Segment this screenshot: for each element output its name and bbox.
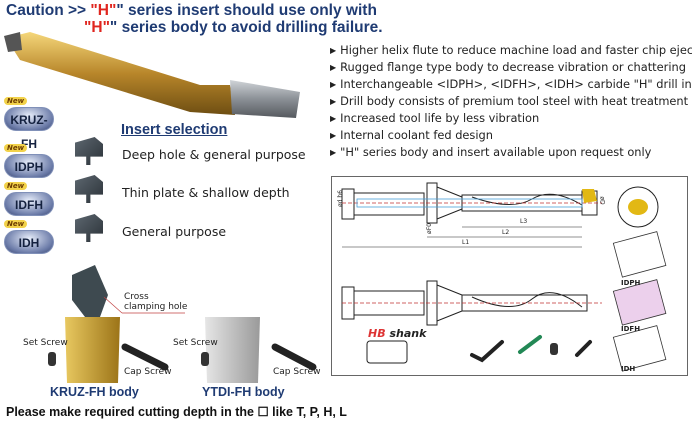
feature-item: Rugged flange type body to decrease vibr…	[330, 60, 686, 74]
set-screw-label: Set Screw	[23, 338, 68, 348]
technical-drawing: ød h6 øD øF0 L3 L2 L1 HB shank IDPH IDFH…	[331, 176, 688, 376]
idh-drawing-label: IDH	[621, 365, 636, 373]
idh-insert-image	[75, 214, 103, 242]
shank-diameter-label: ød h6	[337, 189, 345, 208]
idfh-insert-image	[75, 175, 103, 203]
idph-description: Deep hole & general purpose	[122, 147, 306, 162]
hb-shank-label: HB shank	[368, 327, 427, 340]
set-screw-label-2: Set Screw	[173, 338, 218, 348]
feature-item: Drill body consists of premium tool stee…	[330, 94, 688, 108]
idph-drawing-label: IDPH	[621, 279, 641, 287]
cross-label: Cross	[124, 292, 149, 302]
l1-label: L1	[462, 239, 470, 246]
cap-screw-label: Cap Screw	[124, 367, 172, 377]
flange-diameter-label: øF0	[425, 223, 433, 234]
idfh-drawing-label: IDFH	[621, 325, 641, 333]
cap-screw-label-2: Cap Screw	[273, 367, 321, 377]
idph-insert-image	[75, 137, 103, 165]
footer-note: Please make required cutting depth in th…	[6, 405, 347, 419]
clamping-hole-label: clamping hole	[124, 302, 188, 312]
kruz-fh-body-label: KRUZ-FH body	[50, 385, 139, 399]
feature-item: "H" series body and insert available upo…	[330, 145, 651, 159]
feature-item: Increased tool life by less vibration	[330, 111, 539, 125]
l3-label: L3	[520, 218, 528, 225]
l2-label: L2	[502, 229, 510, 236]
ytdi-fh-body-label: YTDI-FH body	[202, 385, 285, 399]
feature-item: Internal coolant fed design	[330, 128, 493, 142]
drill-image	[4, 32, 300, 118]
caution-line-2: "H"" series body to avoid drilling failu…	[84, 19, 383, 36]
caution-line-1: Caution >> "H"" series insert should use…	[6, 2, 377, 19]
idh-description: General purpose	[122, 224, 227, 239]
feature-item: Higher helix flute to reduce machine loa…	[330, 43, 692, 57]
feature-item: Interchangeable <IDPH>, <IDFH>, <IDH> ca…	[330, 77, 692, 91]
drill-diameter-label: øD	[598, 196, 606, 205]
idfh-description: Thin plate & shallow depth	[122, 185, 290, 200]
assembly-illustration	[48, 265, 317, 383]
insert-selection-heading: Insert selection	[121, 122, 228, 138]
